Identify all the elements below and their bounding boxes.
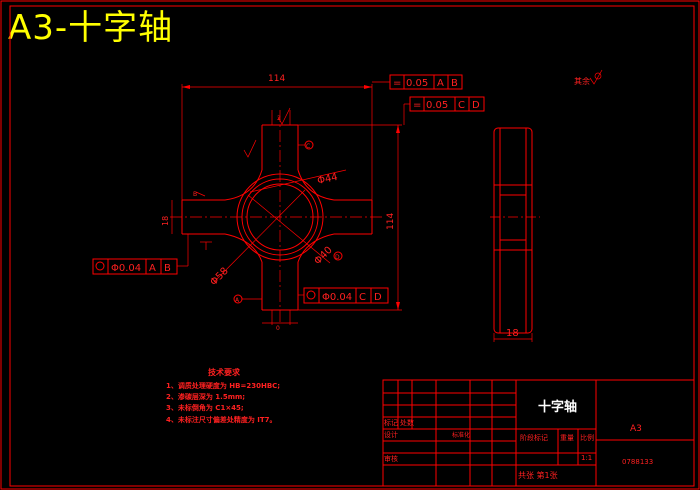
count-label: 处数 — [400, 418, 414, 427]
sheet-count: 共张 第1张 — [518, 470, 558, 480]
tolerance-frame-3: Φ0.04 A B — [92, 234, 189, 275]
review-label: 审核 — [384, 454, 398, 463]
datum-d: D — [335, 254, 340, 261]
tol2-datum2: D — [472, 100, 480, 111]
drawing-number: 0788133 — [622, 458, 653, 466]
scale-value: 1:1 — [581, 454, 592, 462]
tol2-symbol: = — [413, 100, 421, 111]
tolerance-frame-2: = 0.05 C D — [403, 96, 485, 125]
tol1-datum1: A — [437, 78, 444, 89]
tol4-datum2: D — [374, 292, 382, 303]
fillet-br — [297, 233, 335, 263]
tol3-datum1: A — [149, 263, 156, 274]
technical-notes: 技术要求 1、调质处理硬度为 HB=230HBC; 2、渗碳层深为 1.5mm;… — [166, 367, 280, 424]
leader-d40 — [247, 194, 331, 264]
datum-b: B — [193, 191, 197, 198]
tolerance-frame-1: = 0.05 A B — [372, 74, 463, 90]
tol4-value: Φ0.04 — [322, 292, 352, 303]
title-block: 十字轴 A3 标记 处数 设计 标准化 审核 阶段标记 重量 比例 1:1 共张… — [382, 379, 695, 487]
dim-journal-len: 18 — [161, 216, 170, 226]
tol1-value: 0.05 — [406, 78, 428, 89]
side-view: 18 — [490, 127, 540, 342]
tol4-datum1: C — [359, 292, 366, 303]
leader-d58 — [213, 189, 306, 283]
fillet-bl — [224, 233, 263, 263]
dim-center-bore: Φ44 — [316, 172, 338, 187]
sheet-title: A3-十字轴 — [8, 8, 174, 48]
notes-title: 技术要求 — [208, 367, 241, 377]
tol3-value: Φ0.04 — [111, 263, 141, 274]
fillet-tl — [224, 169, 263, 201]
dim-overall-height: 114 — [386, 213, 396, 230]
dim-hub-dia: Φ58 — [208, 266, 230, 288]
datum-c: C — [306, 143, 310, 150]
stage-label: 阶段标记 — [520, 433, 548, 442]
dim-overall-width: 114 — [268, 74, 285, 84]
scale-label: 比例 — [580, 433, 594, 442]
standard-label: 标准化 — [452, 431, 470, 439]
weight-label: 重量 — [560, 434, 574, 442]
tol2-datum1: C — [458, 100, 465, 111]
note-item: 1、调质处理硬度为 HB=230HBC; — [166, 381, 280, 390]
leader-d44 — [249, 169, 347, 193]
roughness-symbols: 其余 — [243, 69, 603, 158]
note-item: 4、未标注尺寸偏差处精度为 IT7。 — [166, 415, 277, 424]
mark-label: 标记 — [384, 418, 398, 427]
material: A3 — [630, 424, 642, 434]
designer-label: 设计 — [384, 430, 398, 439]
fillet-tr — [297, 169, 335, 201]
roughness-rest: 其余 — [574, 76, 590, 86]
tol1-datum2: B — [451, 78, 458, 89]
part-name: 十字轴 — [538, 399, 577, 415]
dim-thickness: 18 — [506, 328, 519, 339]
tolerance-frame-4: Φ0.04 C D — [298, 287, 389, 304]
tol2-value: 0.05 — [426, 100, 448, 111]
dim-bottom-small: 0 — [276, 325, 280, 332]
dim-journal-dia: Φ40 — [312, 245, 334, 267]
note-item: 3、未标倒角为 C1×45; — [166, 403, 244, 412]
drawing-border — [9, 5, 695, 487]
front-view — [170, 110, 385, 325]
datum-callouts: C D A B — [193, 140, 343, 304]
tol1-symbol: = — [393, 78, 401, 89]
tol3-datum2: B — [164, 263, 171, 274]
note-item: 2、渗碳层深为 1.5mm; — [166, 392, 245, 401]
datum-a: A — [235, 297, 240, 304]
